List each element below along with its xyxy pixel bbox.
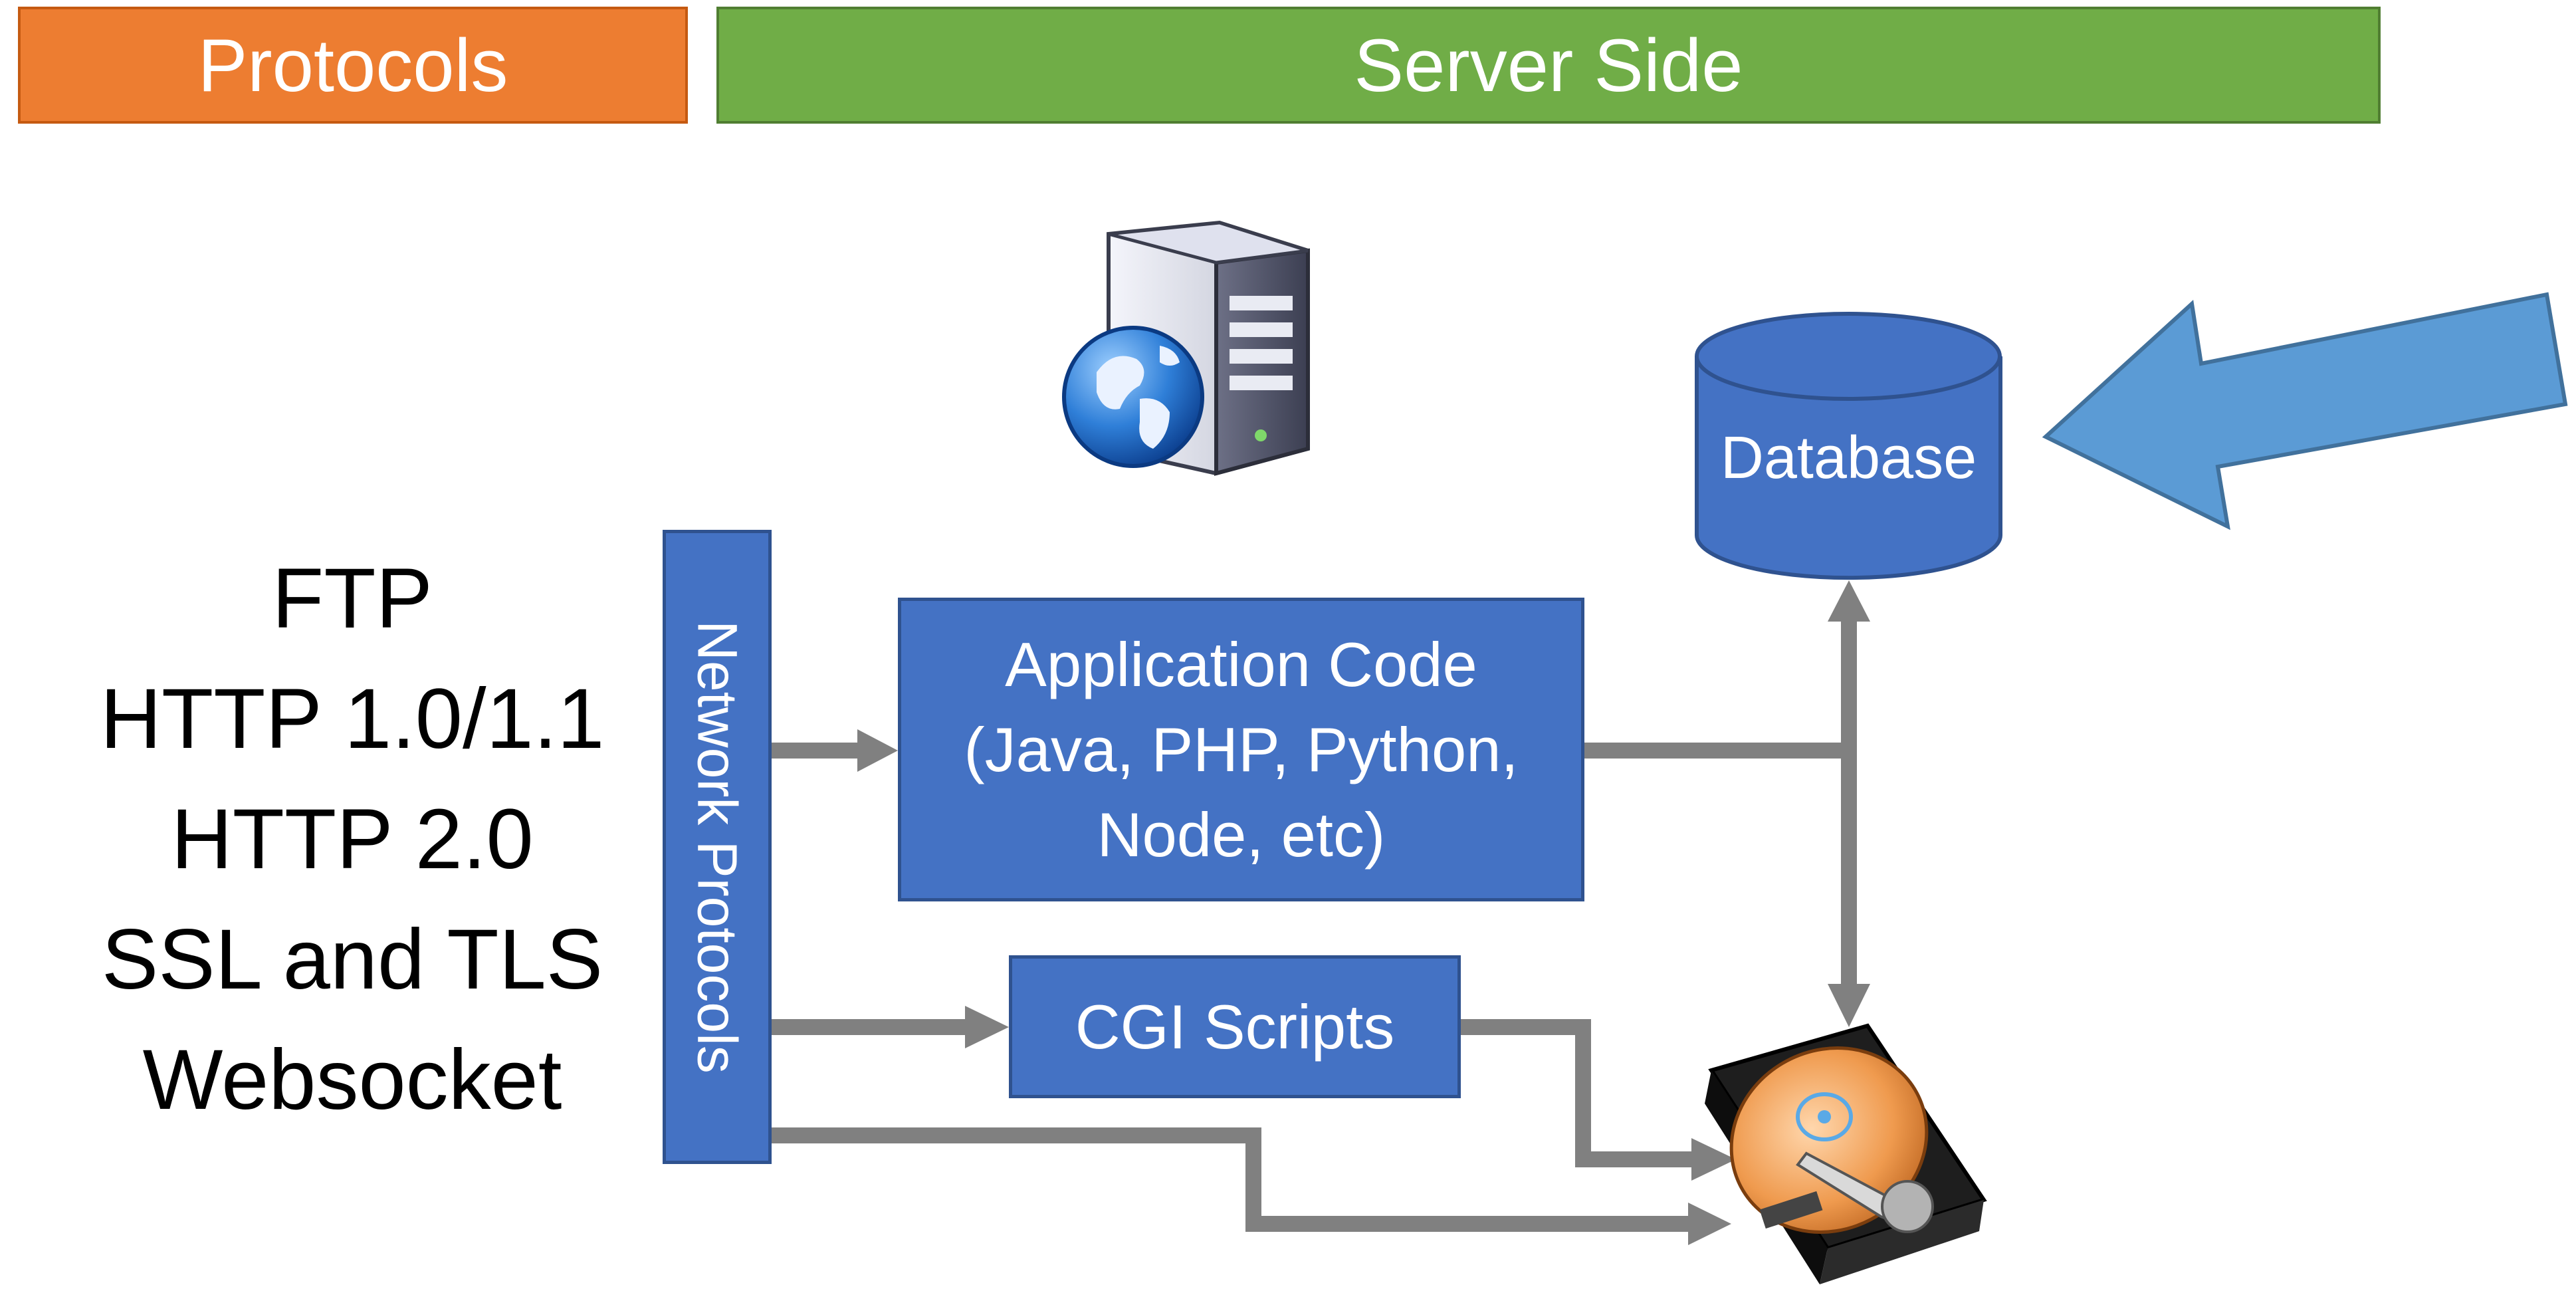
arrow-to-app-code (857, 729, 898, 772)
protocol-item: HTTP 1.0/1.1 (100, 671, 605, 766)
protocol-item: Websocket (142, 1032, 562, 1127)
arrow-to-disk (1828, 984, 1870, 1027)
server-side-header: Server Side (716, 7, 2381, 124)
network-protocols-label: Network Protocols (686, 620, 749, 1074)
connector-lines (772, 618, 1857, 1232)
database-cylinder-icon (1695, 312, 2002, 580)
arrow-cgi-to-disk (1691, 1138, 1736, 1181)
web-server-globe-icon (1062, 220, 1310, 476)
protocol-item: HTTP 2.0 (171, 792, 534, 887)
network-protocols-box: Network Protocols (663, 530, 772, 1164)
arrow-to-cgi (965, 1006, 1009, 1048)
application-code-box: Application Code (Java, PHP, Python, Nod… (898, 598, 1584, 901)
app-code-line: Application Code (1005, 629, 1477, 699)
arrow-heads (857, 580, 1870, 1245)
cgi-scripts-box: CGI Scripts (1009, 955, 1461, 1098)
cgi-scripts-label: CGI Scripts (1075, 991, 1395, 1062)
app-code-line: Node, etc) (1097, 799, 1386, 870)
database-label: Database (1720, 425, 1977, 491)
arrow-to-database (1828, 580, 1870, 622)
protocol-item: SSL and TLS (101, 912, 603, 1007)
app-code-line: (Java, PHP, Python, (964, 714, 1519, 784)
arrow-net-to-disk (1688, 1203, 1731, 1245)
protocol-item: FTP (272, 551, 433, 646)
callout-arrow-icon (2042, 292, 2568, 530)
protocols-header: Protocols (18, 7, 688, 124)
protocols-list: FTP HTTP 1.0/1.1 HTTP 2.0 SSL and TLS We… (53, 538, 651, 1140)
protocols-header-label: Protocols (197, 23, 508, 107)
server-side-header-label: Server Side (1354, 23, 1743, 107)
hard-drive-icon (1705, 1023, 1987, 1284)
